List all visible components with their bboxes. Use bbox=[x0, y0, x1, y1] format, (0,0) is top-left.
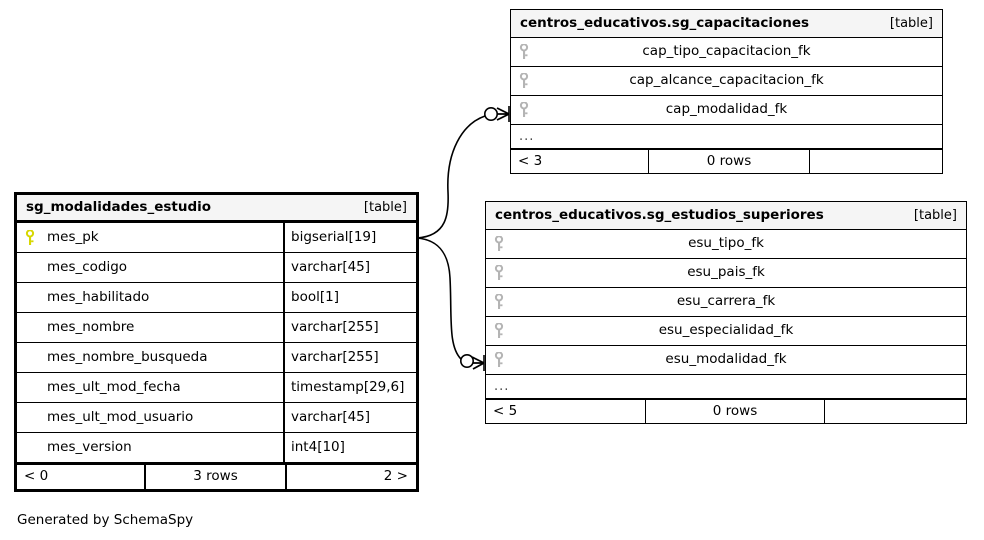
table-row[interactable]: esu_carrera_fk bbox=[486, 288, 966, 317]
cardinality-many-crowsfoot bbox=[471, 356, 485, 370]
foreign-key-icon bbox=[511, 67, 537, 95]
entity-header: sg_modalidades_estudio [table] bbox=[17, 195, 416, 223]
footer-next-count[interactable] bbox=[810, 150, 942, 173]
entity-kind-label: [table] bbox=[363, 200, 407, 215]
table-row[interactable]: mes_ult_mod_fecha timestamp[29,6] bbox=[17, 373, 416, 403]
column-type: varchar[255] bbox=[283, 343, 416, 372]
table-row[interactable]: mes_nombre_busqueda varchar[255] bbox=[17, 343, 416, 373]
column-name: cap_modalidad_fk bbox=[665, 101, 788, 118]
table-row[interactable]: mes_codigo varchar[45] bbox=[17, 253, 416, 283]
column-name: mes_version bbox=[47, 438, 132, 455]
column-name: esu_modalidad_fk bbox=[665, 351, 787, 368]
foreign-key-icon bbox=[511, 96, 537, 124]
column-type: timestamp[29,6] bbox=[283, 373, 416, 402]
column-name: mes_ult_mod_usuario bbox=[47, 408, 194, 425]
column-type: varchar[255] bbox=[283, 313, 416, 342]
entity-header: centros_educativos.sg_estudios_superiore… bbox=[486, 202, 966, 230]
column-type: bigserial[19] bbox=[283, 223, 416, 252]
footer-row-count: 0 rows bbox=[645, 400, 825, 423]
entity-header: centros_educativos.sg_capacitaciones [ta… bbox=[511, 10, 942, 38]
cardinality-zero-circle bbox=[483, 107, 498, 122]
no-key-spacer bbox=[17, 433, 43, 462]
column-name: esu_tipo_fk bbox=[688, 235, 764, 252]
generator-credit: Generated by SchemaSpy bbox=[17, 512, 194, 528]
more-columns-indicator: ... bbox=[511, 125, 942, 149]
footer-prev-count[interactable]: < 0 bbox=[24, 468, 49, 485]
table-row[interactable]: mes_ult_mod_usuario varchar[45] bbox=[17, 403, 416, 433]
entity-sg-estudios-superiores[interactable]: centros_educativos.sg_estudios_superiore… bbox=[485, 201, 967, 424]
no-key-spacer bbox=[17, 343, 43, 372]
entity-title: centros_educativos.sg_estudios_superiore… bbox=[495, 206, 824, 223]
foreign-key-icon bbox=[486, 230, 512, 258]
table-row[interactable]: mes_version int4[10] bbox=[17, 433, 416, 463]
footer-row-count: 0 rows bbox=[648, 150, 810, 173]
column-name: mes_ult_mod_fecha bbox=[47, 378, 181, 395]
relationship-edge-estudios-superiores bbox=[416, 237, 485, 371]
no-key-spacer bbox=[17, 283, 43, 312]
table-row[interactable]: cap_alcance_capacitacion_fk bbox=[511, 67, 942, 96]
footer-prev-count[interactable]: < 3 bbox=[518, 152, 543, 169]
foreign-key-icon bbox=[486, 346, 512, 374]
column-type: bool[1] bbox=[283, 283, 416, 312]
entity-kind-label: [table] bbox=[913, 208, 957, 223]
cardinality-many-crowsfoot bbox=[496, 107, 510, 121]
foreign-key-icon bbox=[486, 259, 512, 287]
primary-key-icon bbox=[17, 223, 43, 252]
footer-row-count: 3 rows bbox=[144, 465, 287, 489]
column-name: mes_nombre bbox=[47, 318, 135, 335]
no-key-spacer bbox=[17, 403, 43, 432]
entity-sg-capacitaciones[interactable]: centros_educativos.sg_capacitaciones [ta… bbox=[510, 9, 943, 174]
column-type: varchar[45] bbox=[283, 403, 416, 432]
column-name: mes_habilitado bbox=[47, 288, 150, 305]
foreign-key-icon bbox=[486, 317, 512, 345]
entity-footer: < 0 3 rows 2 > bbox=[17, 463, 416, 489]
more-columns-indicator: ... bbox=[486, 375, 966, 399]
column-name: esu_pais_fk bbox=[687, 264, 765, 281]
table-row[interactable]: mes_habilitado bool[1] bbox=[17, 283, 416, 313]
column-name: esu_carrera_fk bbox=[676, 293, 776, 310]
column-name: esu_especialidad_fk bbox=[658, 322, 794, 339]
column-name: cap_alcance_capacitacion_fk bbox=[629, 72, 824, 89]
entity-sg-modalidades-estudio[interactable]: sg_modalidades_estudio [table] mes_pk bi… bbox=[14, 192, 419, 492]
entity-title: centros_educativos.sg_capacitaciones bbox=[520, 14, 810, 31]
column-name: mes_codigo bbox=[47, 258, 128, 275]
table-row[interactable]: mes_pk bigserial[19] bbox=[17, 223, 416, 253]
no-key-spacer bbox=[17, 373, 43, 402]
column-name: mes_nombre_busqueda bbox=[47, 348, 208, 365]
table-row[interactable]: esu_pais_fk bbox=[486, 259, 966, 288]
cardinality-zero-circle bbox=[459, 353, 474, 368]
footer-next-count[interactable]: 2 > bbox=[383, 468, 408, 485]
entity-footer: < 3 0 rows bbox=[511, 149, 942, 173]
entity-footer: < 5 0 rows bbox=[486, 399, 966, 423]
table-row[interactable]: mes_nombre varchar[255] bbox=[17, 313, 416, 343]
entity-title: sg_modalidades_estudio bbox=[26, 198, 212, 215]
foreign-key-icon bbox=[486, 288, 512, 316]
no-key-spacer bbox=[17, 253, 43, 282]
column-name: mes_pk bbox=[47, 228, 99, 245]
footer-prev-count[interactable]: < 5 bbox=[493, 402, 518, 419]
table-row[interactable]: cap_modalidad_fk bbox=[511, 96, 942, 125]
table-row[interactable]: cap_tipo_capacitacion_fk bbox=[511, 38, 942, 67]
table-row[interactable]: esu_especialidad_fk bbox=[486, 317, 966, 346]
column-type: int4[10] bbox=[283, 433, 416, 462]
table-row[interactable]: esu_tipo_fk bbox=[486, 230, 966, 259]
table-row[interactable]: esu_modalidad_fk bbox=[486, 346, 966, 375]
column-name: cap_tipo_capacitacion_fk bbox=[642, 43, 811, 60]
footer-next-count[interactable] bbox=[825, 400, 966, 423]
foreign-key-icon bbox=[511, 38, 537, 66]
column-type: varchar[45] bbox=[283, 253, 416, 282]
no-key-spacer bbox=[17, 313, 43, 342]
entity-kind-label: [table] bbox=[889, 16, 933, 31]
